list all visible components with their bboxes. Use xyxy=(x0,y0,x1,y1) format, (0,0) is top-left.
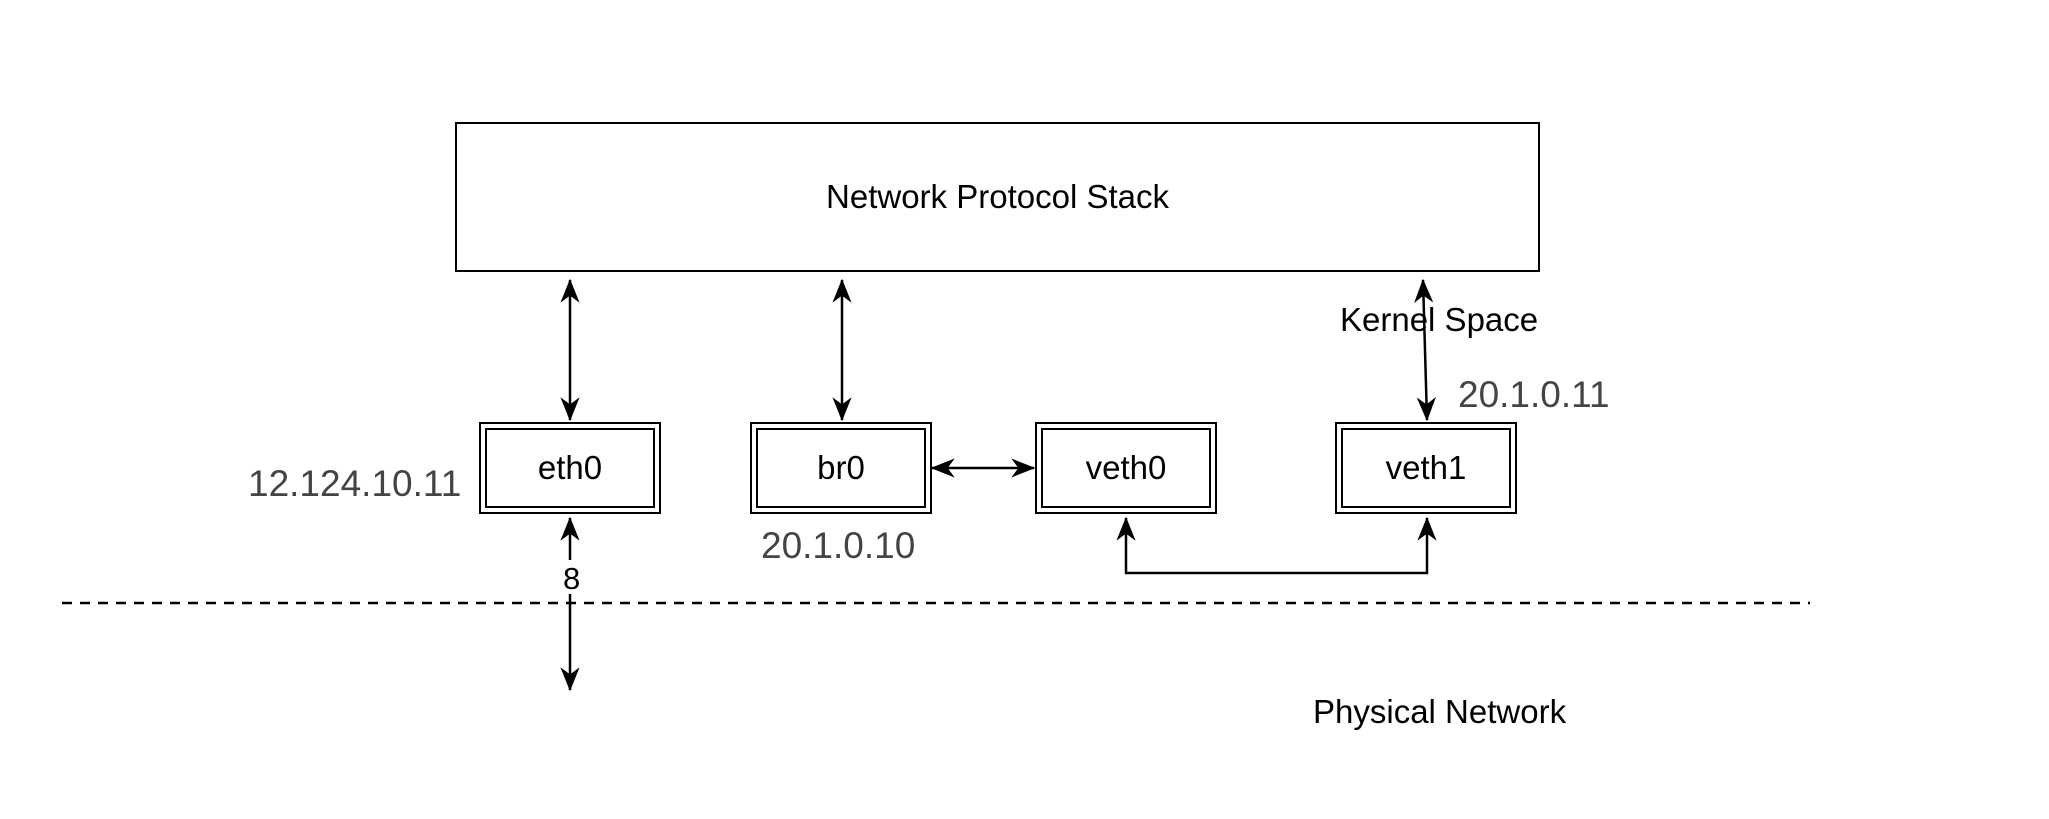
physical-network-label: Physical Network xyxy=(1313,693,1567,730)
veth0-interface: veth0 xyxy=(1035,422,1217,514)
eth0-ip-address: 12.124.10.11 xyxy=(248,463,462,504)
eth0-interface: eth0 xyxy=(479,422,661,514)
br0-label: br0 xyxy=(817,449,865,486)
veth1-label: veth1 xyxy=(1385,449,1467,486)
network-protocol-stack-label: Network Protocol Stack xyxy=(826,178,1169,215)
veth-pair-link xyxy=(1116,516,1437,575)
eth0-physical-link-label: 8 xyxy=(561,561,583,596)
kernel-space-label: Kernel Space xyxy=(1340,301,1539,338)
br0-ip-address: 20.1.0.10 xyxy=(761,525,916,566)
eth0-label: eth0 xyxy=(537,449,603,486)
br0-interface: br0 xyxy=(750,422,932,514)
veth0-label: veth0 xyxy=(1085,449,1167,486)
veth1-interface: veth1 xyxy=(1335,422,1517,514)
veth1-stack-link xyxy=(1414,278,1436,422)
veth1-ip-address: 20.1.0.11 xyxy=(1458,374,1610,415)
network-protocol-stack: Network Protocol Stack xyxy=(455,122,1540,272)
